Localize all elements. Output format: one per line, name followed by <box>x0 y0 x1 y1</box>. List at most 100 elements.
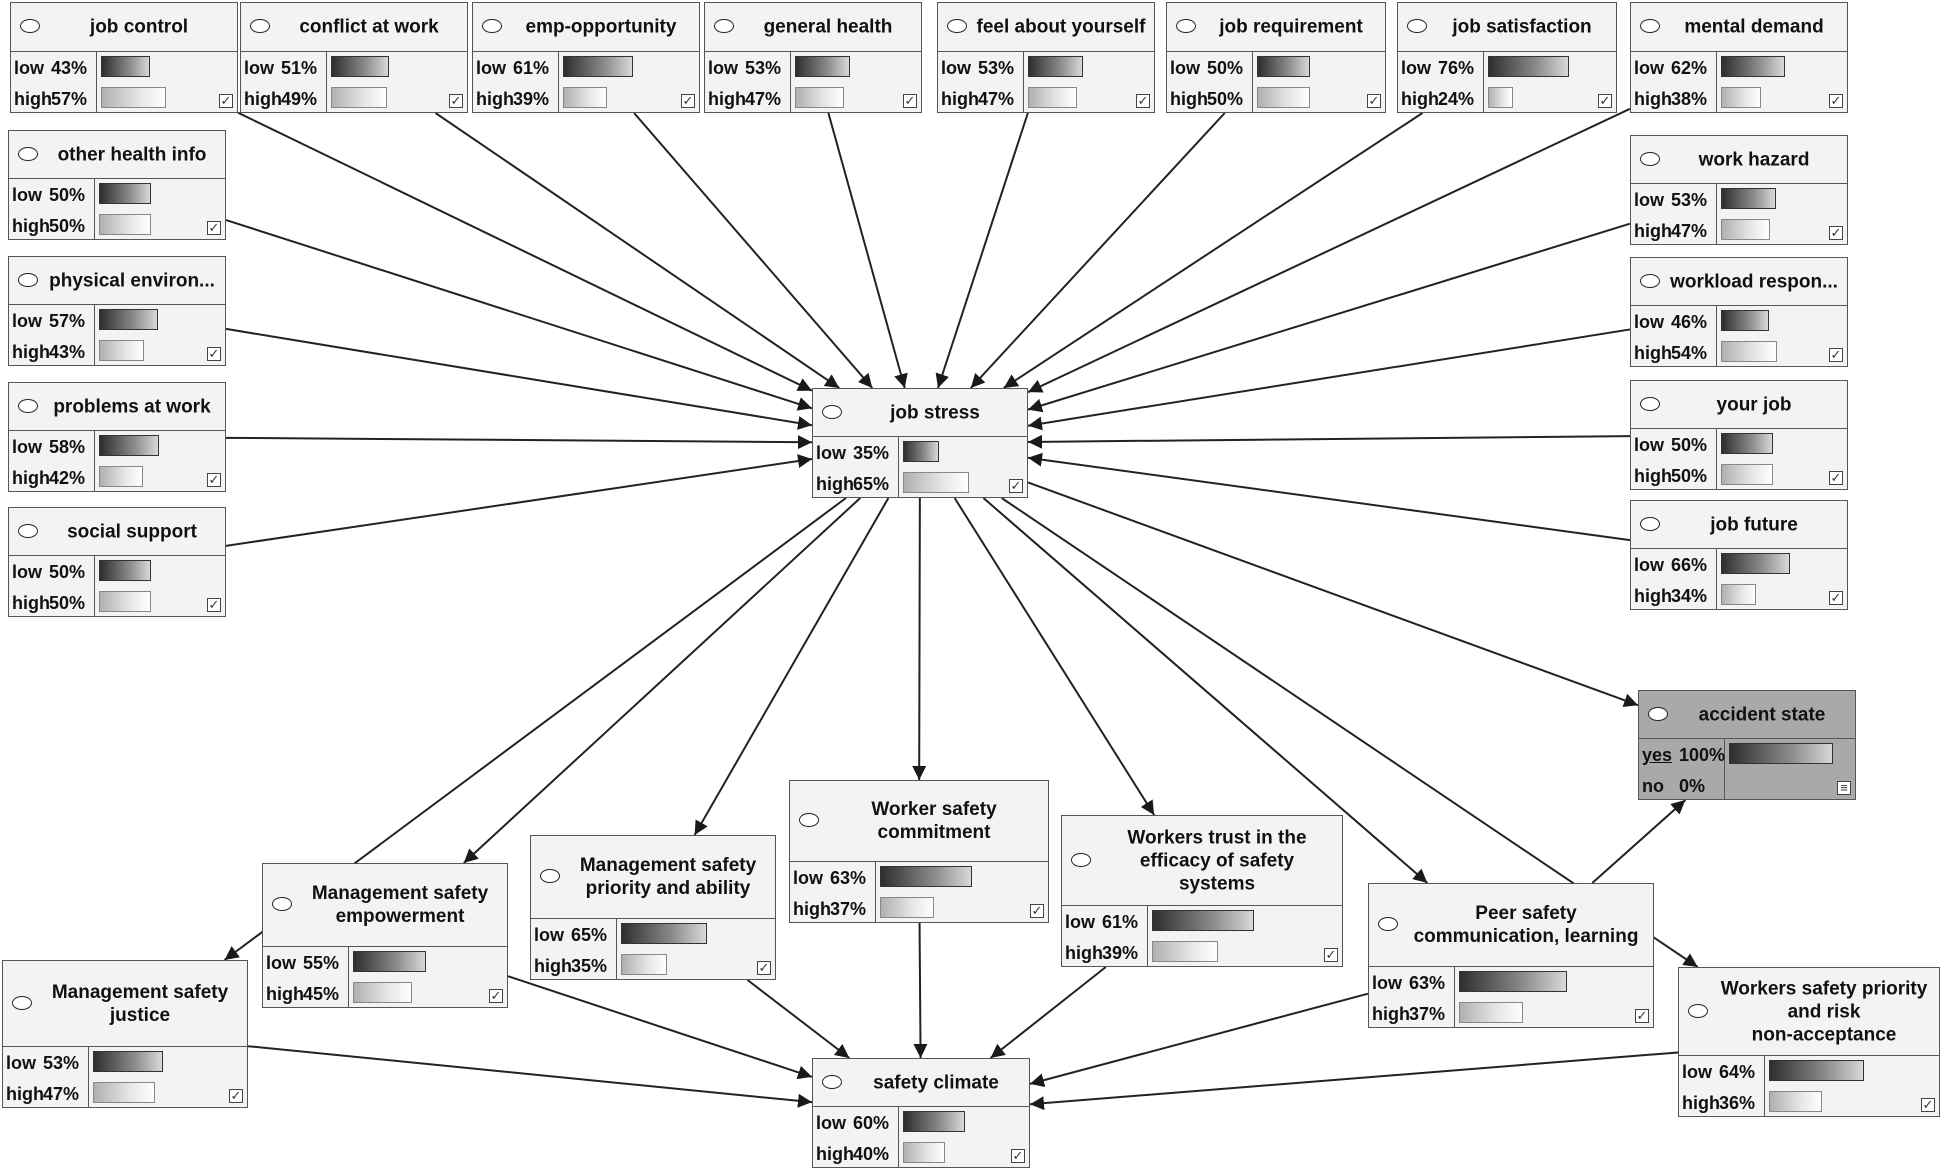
checkbox-icon[interactable]: ✓ <box>229 1088 243 1103</box>
node-workers-priority[interactable]: Workers safety priority and risk non-acc… <box>1678 967 1940 1117</box>
checkbox-icon[interactable]: ✓ <box>1829 590 1843 605</box>
checkbox-icon[interactable]: ✓ <box>1030 903 1044 918</box>
checkbox-icon[interactable]: ✓ <box>1136 93 1150 108</box>
checkbox-icon[interactable]: ✓ <box>1829 93 1843 108</box>
checkbox-icon[interactable]: ✓ <box>681 93 695 108</box>
checkbox-icon[interactable]: ✓ <box>1598 93 1612 108</box>
checkbox-icon[interactable]: ✓ <box>219 93 233 108</box>
checkbox-icon[interactable]: ✓ <box>207 472 221 487</box>
checkbox-icon[interactable]: ✓ <box>1829 347 1843 362</box>
checkbox-icon[interactable]: ✓ <box>1011 1148 1025 1163</box>
checkbox-icon[interactable]: ✓ <box>1829 225 1843 240</box>
checkbox-icon[interactable]: ✓ <box>207 220 221 235</box>
node-workers-trust[interactable]: Workers trust in the efficacy of safety … <box>1061 815 1343 967</box>
checkbox-icon[interactable]: ✓ <box>1921 1097 1935 1112</box>
checkbox-icon[interactable]: ✓ <box>903 93 917 108</box>
checkbox-icon[interactable]: ✓ <box>489 988 503 1003</box>
checkbox-icon[interactable]: ✓ <box>207 597 221 612</box>
collapse-icon[interactable]: ≡ <box>1837 781 1851 795</box>
checkbox-icon[interactable]: ✓ <box>1367 93 1381 108</box>
checkbox-icon[interactable]: ✓ <box>207 346 221 361</box>
checkbox-icon[interactable]: ✓ <box>1009 478 1023 493</box>
checkbox-icon[interactable]: ✓ <box>1635 1008 1649 1023</box>
checkbox-icon[interactable]: ✓ <box>449 93 463 108</box>
checkbox-icon[interactable]: ✓ <box>1829 470 1843 485</box>
checkbox-icon[interactable]: ✓ <box>757 960 771 975</box>
